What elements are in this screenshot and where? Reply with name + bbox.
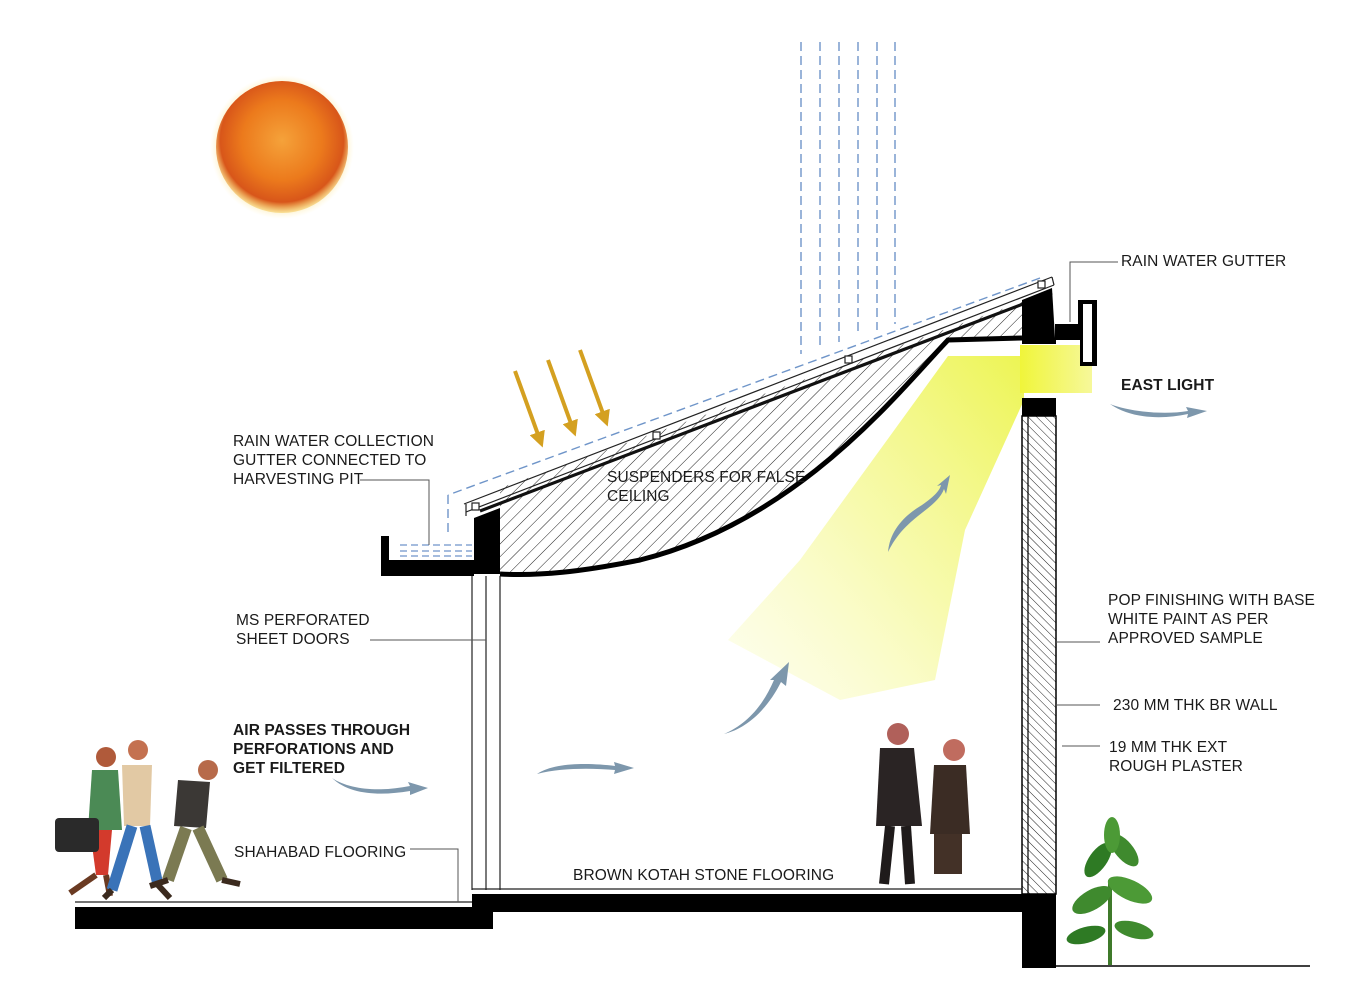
label-suspenders: SUSPENDERS FOR FALSE CEILING	[607, 469, 806, 505]
rain-collection-gutter	[381, 508, 500, 576]
people-elderly-right	[876, 723, 970, 885]
label-ms-perforated-doors: MS PERFORATED SHEET DOORS	[236, 612, 370, 648]
roof-sheet	[463, 276, 1055, 516]
label-br-wall: 230 MM THK BR WALL	[1113, 697, 1278, 714]
floors	[75, 888, 1310, 967]
sun-icon	[210, 75, 354, 219]
label-rain-collection-gutter: RAIN WATER COLLECTION GUTTER CONNECTED T…	[233, 433, 435, 488]
ms-perforated-door	[471, 576, 501, 890]
light-beam	[728, 356, 1024, 700]
leader-lines	[360, 261, 1118, 902]
right-wall-head	[1022, 288, 1097, 416]
airflow-arrow-2	[537, 762, 634, 774]
sun-ray-arrows	[513, 349, 610, 448]
airflow-arrow-1	[332, 778, 428, 795]
rain-lines	[447, 42, 1041, 548]
plant-icon	[1066, 817, 1154, 965]
label-pop-finishing: POP FINISHING WITH BASE WHITE PAINT AS P…	[1108, 592, 1315, 647]
airflow-arrows	[332, 404, 1207, 795]
label-air-passes: AIR PASSES THROUGH PERFORATIONS AND GET …	[233, 722, 411, 777]
false-ceiling-curve	[499, 335, 1023, 577]
airflow-arrow-4	[888, 475, 950, 552]
label-rough-plaster: 19 MM THK EXT ROUGH PLASTER	[1109, 739, 1243, 775]
people-walking-left	[55, 740, 241, 901]
label-kotah-flooring: BROWN KOTAH STONE FLOORING	[573, 867, 835, 884]
airflow-arrow-5	[1110, 404, 1207, 418]
label-shahabad-flooring: SHAHABAD FLOORING	[234, 844, 407, 861]
label-rain-water-gutter: RAIN WATER GUTTER	[1121, 253, 1287, 270]
false-ceiling	[500, 302, 1022, 575]
label-east-light: EAST LIGHT	[1121, 377, 1215, 394]
brick-wall	[1021, 415, 1057, 968]
airflow-arrow-3	[724, 662, 789, 734]
